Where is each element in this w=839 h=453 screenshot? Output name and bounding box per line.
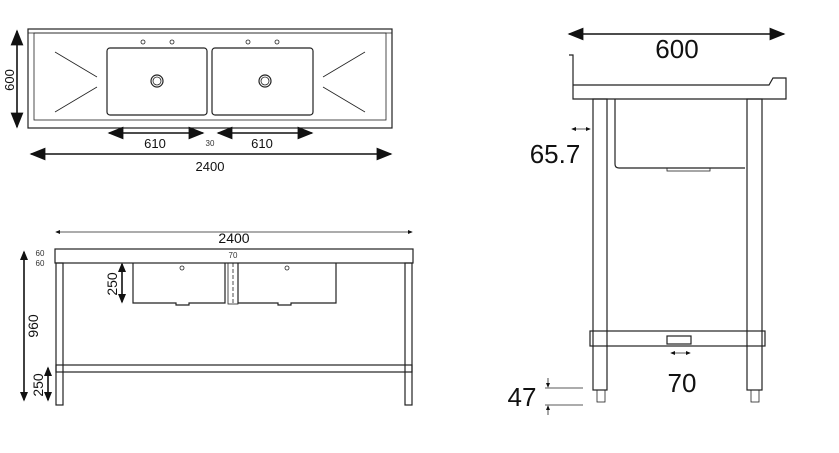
foot-front [596,389,606,403]
drainboard-grooves [54,51,366,113]
divider-label: 70 [229,251,238,260]
side-basin [614,99,745,169]
basin-drain-outlet [666,167,711,172]
shelf-brace [666,335,692,345]
brace-label: 70 [668,368,697,398]
basin-right [211,47,314,116]
height-label: 960 [25,314,41,338]
front-width-label: 2400 [218,230,249,246]
overflow-hole [284,265,290,271]
gap-label: 30 [206,139,215,148]
top-thickness-label-2: 60 [36,259,45,268]
basin-depth-label: 250 [104,272,120,296]
tap-hole [245,39,251,45]
tap-hole [140,39,146,45]
shelf-height-label: 250 [30,373,46,397]
basin-right-front [237,263,337,306]
tap-hole [274,39,280,45]
basin-left-front [132,263,226,306]
drain-right-inner [260,76,270,86]
foot-back [750,389,760,403]
drain-left-inner [152,76,162,86]
width-label: 2400 [196,159,225,174]
top-profile [569,54,787,100]
side-depth-label: 600 [655,34,698,64]
drain-left-icon [150,74,164,88]
front-view: 2400 70 60 60 960 250 250 [20,230,414,406]
basin-left [106,47,208,116]
leg-left [55,262,64,406]
leg-offset-label: 65.7 [530,139,581,169]
tap-hole [169,39,175,45]
depth-label: 600 [2,69,17,91]
side-shelf [589,330,766,347]
overflow-hole [179,265,185,271]
undershelf [55,364,413,373]
basin-right-width: 610 [251,136,273,151]
inner-rim [33,32,387,121]
foot-label: 47 [508,382,537,412]
drain-right-icon [258,74,272,88]
leg-right [404,262,413,406]
top-view: 600 610 610 30 2400 [2,28,393,174]
sink-outline [27,28,393,129]
top-thickness-label-1: 60 [36,249,45,258]
side-view: 600 65.7 70 47 [508,27,787,415]
basin-left-width: 610 [144,136,166,151]
